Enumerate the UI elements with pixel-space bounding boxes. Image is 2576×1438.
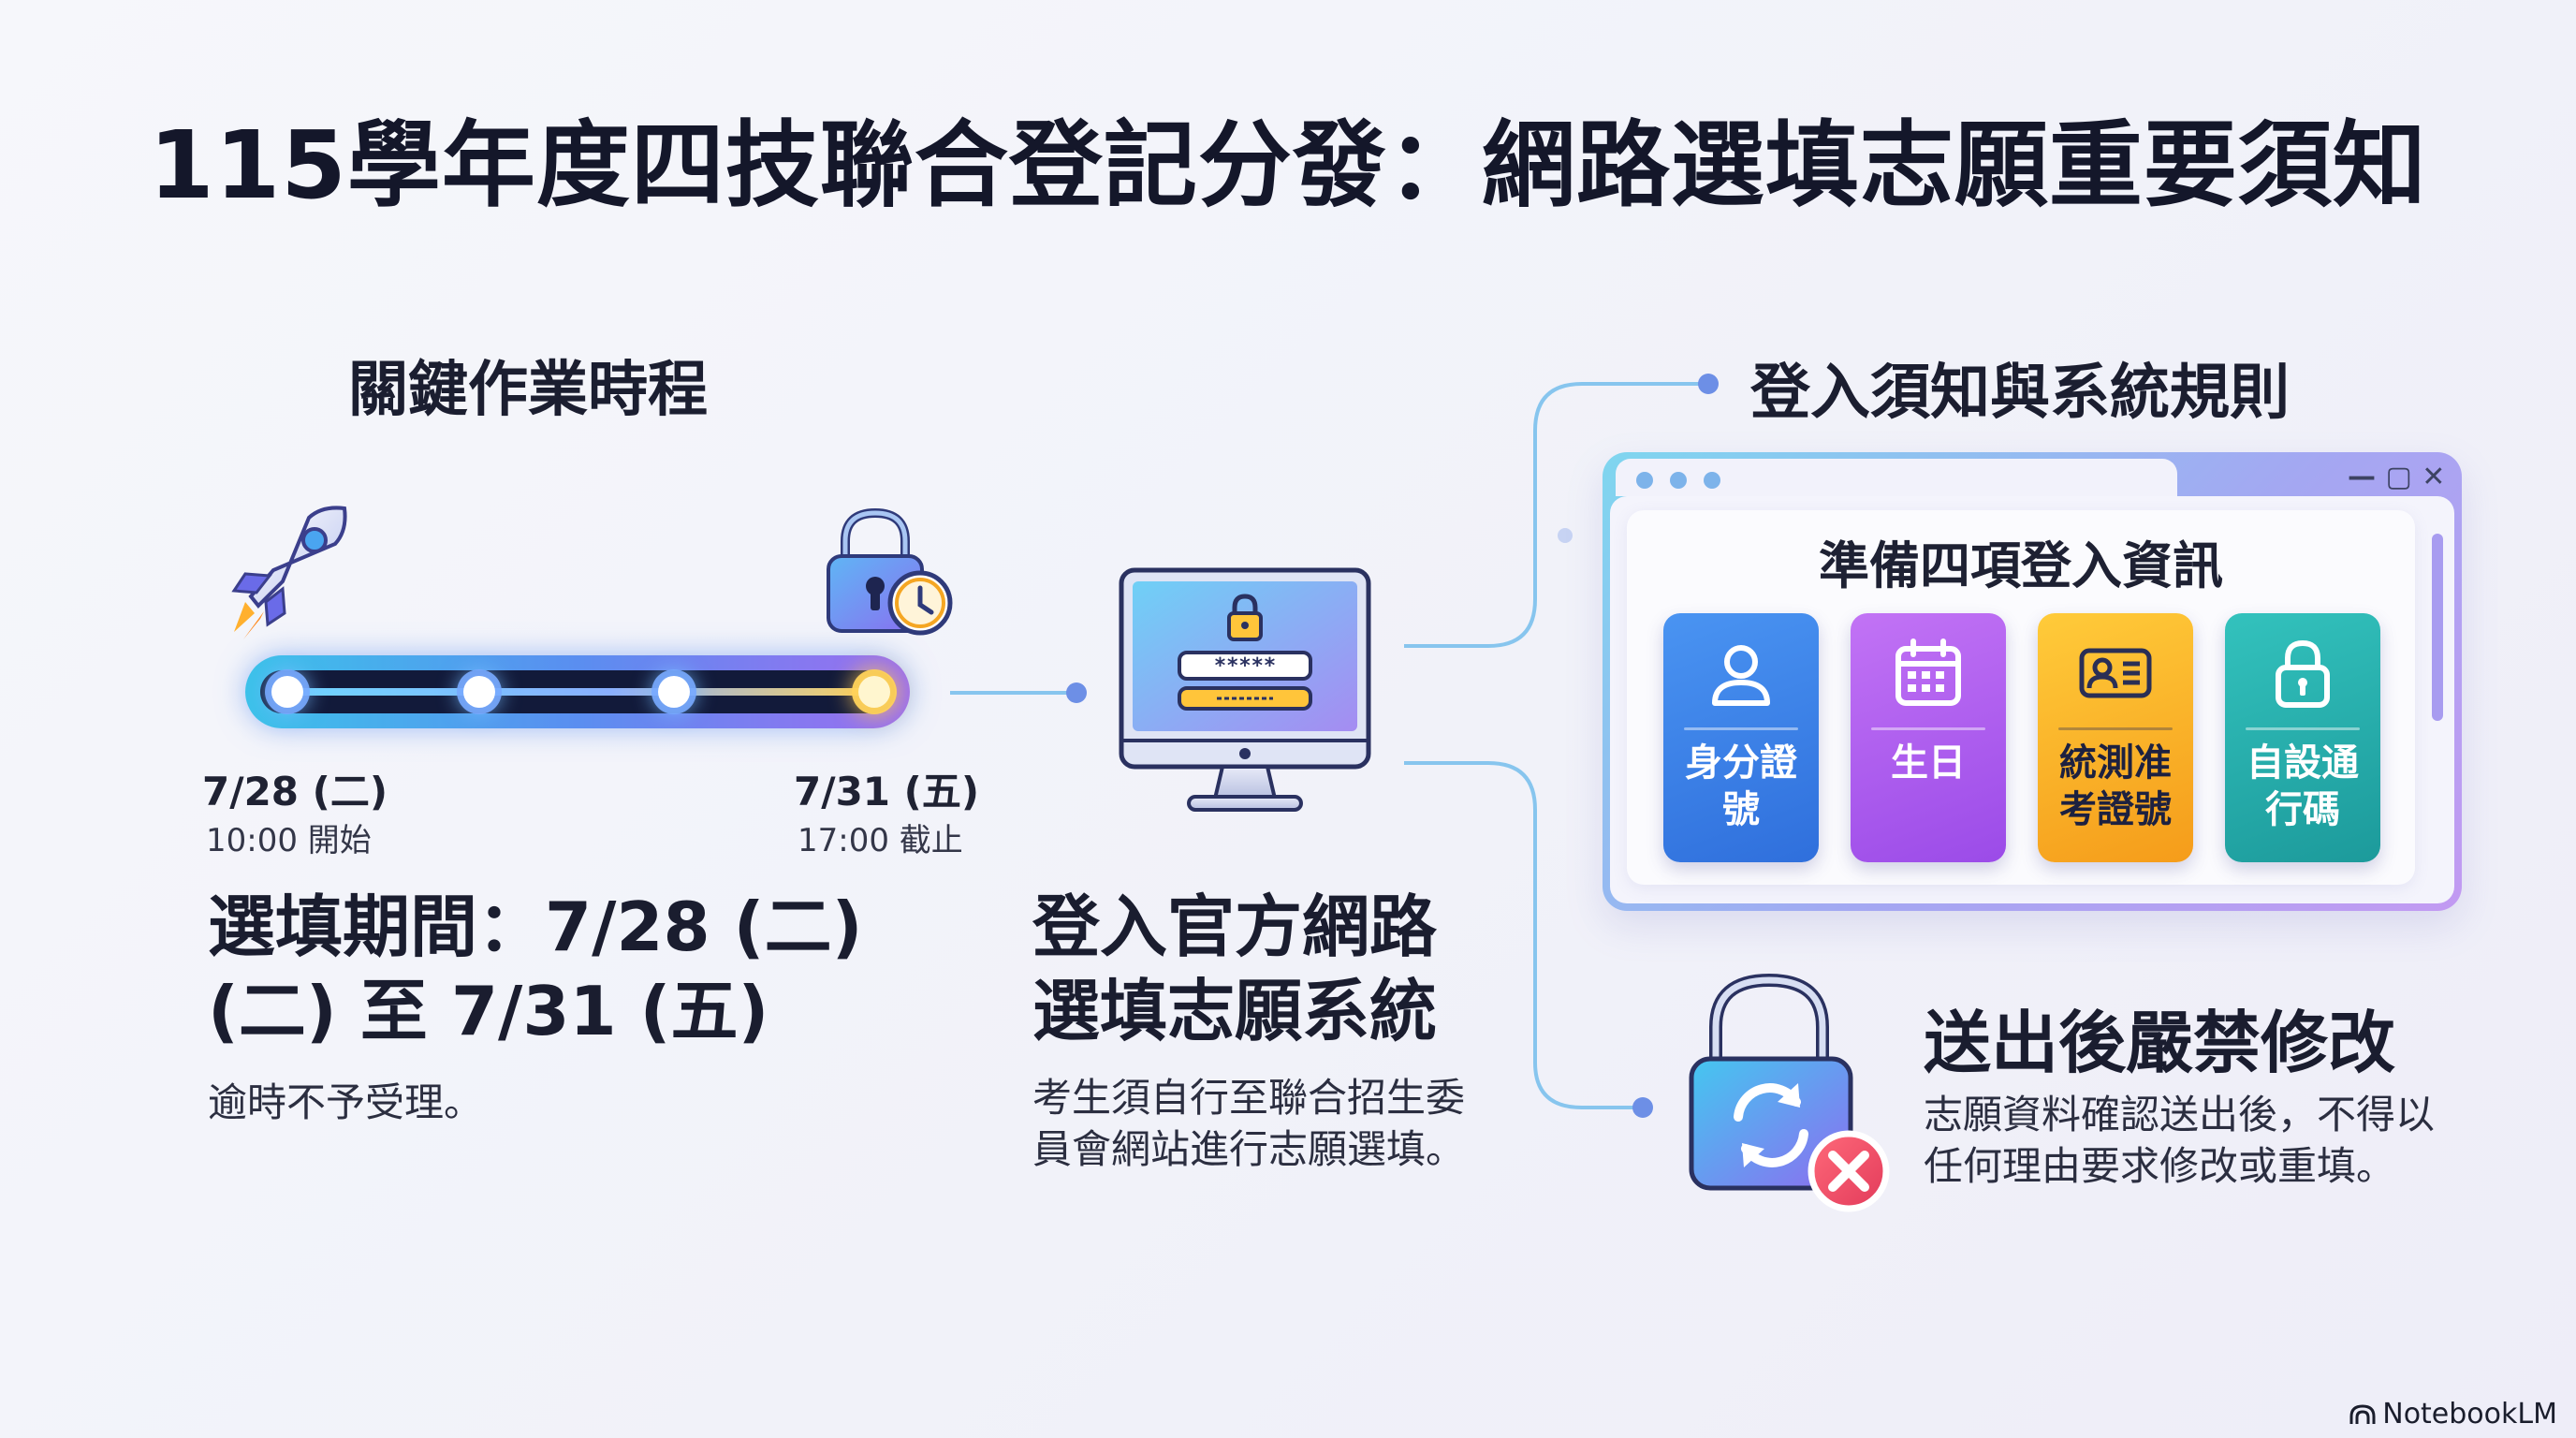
user-icon: [1712, 645, 1770, 706]
login-heading: 登入須知與系統規則: [1750, 359, 2290, 428]
scrollbar[interactable]: [2432, 534, 2443, 721]
login-item-exam-number: 統測准考證號: [2038, 613, 2193, 862]
rule-heading: 送出後嚴禁修改: [1924, 1004, 2396, 1082]
login-connector-dot: [1698, 374, 1719, 394]
login-item-passcode: 自設通行碼: [2225, 613, 2380, 862]
window-dot: [1636, 472, 1653, 489]
watermark: NotebookLM: [2349, 1398, 2557, 1431]
start-date: 7/28 (二): [202, 769, 388, 814]
login-item-id-number: 身分證號: [1663, 613, 1819, 862]
id-card-icon: [2079, 648, 2152, 698]
login-connector-dot-small: [1558, 528, 1573, 543]
padlock-icon: [2276, 639, 2330, 708]
end-date: 7/31 (五): [794, 769, 980, 814]
login-item-label: 統測准考證號: [2059, 741, 2172, 831]
selection-period: 選填期間：7/28 (二) (二) 至 7/31 (五): [208, 888, 863, 1050]
login-item-label: 自設通行碼: [2247, 741, 2359, 831]
system-heading: 登入官方網路選填志願系統: [1032, 888, 1438, 1050]
panel-title: 準備四項登入資訊: [1819, 536, 2223, 595]
end-time: 17:00 截止: [798, 822, 963, 859]
timeline-connector-dot: [1066, 682, 1087, 703]
browser-tab: [1616, 459, 2177, 496]
timeline-heading: 關鍵作業時程: [348, 356, 708, 425]
start-time: 10:00 開始: [206, 822, 372, 859]
notebooklm-logo-icon: [2349, 1404, 2376, 1424]
timeline-node-3: [658, 676, 690, 708]
login-item-label: 生日: [1891, 741, 1966, 785]
rule-connector: [1404, 761, 1643, 1109]
window-controls[interactable]: — ▢ ✕: [2348, 461, 2446, 493]
window-dot: [1670, 472, 1687, 489]
login-connector: [1404, 382, 1708, 648]
timeline-node-start: [271, 676, 303, 708]
lock-clock-icon: [827, 507, 953, 636]
calendar-icon: [1895, 638, 1961, 706]
page-title: 115學年度四技聯合登記分發：網路選填志願重要須知: [149, 110, 2427, 220]
late-note: 逾時不予受理。: [208, 1079, 484, 1125]
watermark-text: NotebookLM: [2382, 1398, 2557, 1431]
timeline-line: [281, 688, 880, 696]
timeline-node-end: [858, 676, 890, 708]
computer-login-icon: *****: [1119, 567, 1371, 812]
login-item-birthday: 生日: [1851, 613, 2006, 862]
rule-description: 志願資料確認送出後，不得以任何理由要求修改或重填。: [1924, 1092, 2436, 1189]
system-description: 考生須自行至聯合招生委員會網站進行志願選填。: [1032, 1075, 1466, 1172]
rocket-icon: [231, 506, 347, 639]
rule-connector-dot: [1632, 1097, 1653, 1118]
locked-refresh-icon: [1689, 973, 1890, 1212]
password-mask: *****: [1214, 654, 1276, 678]
window-dot: [1704, 472, 1720, 489]
login-item-label: 身分證號: [1685, 741, 1797, 831]
timeline-node-2: [463, 676, 495, 708]
